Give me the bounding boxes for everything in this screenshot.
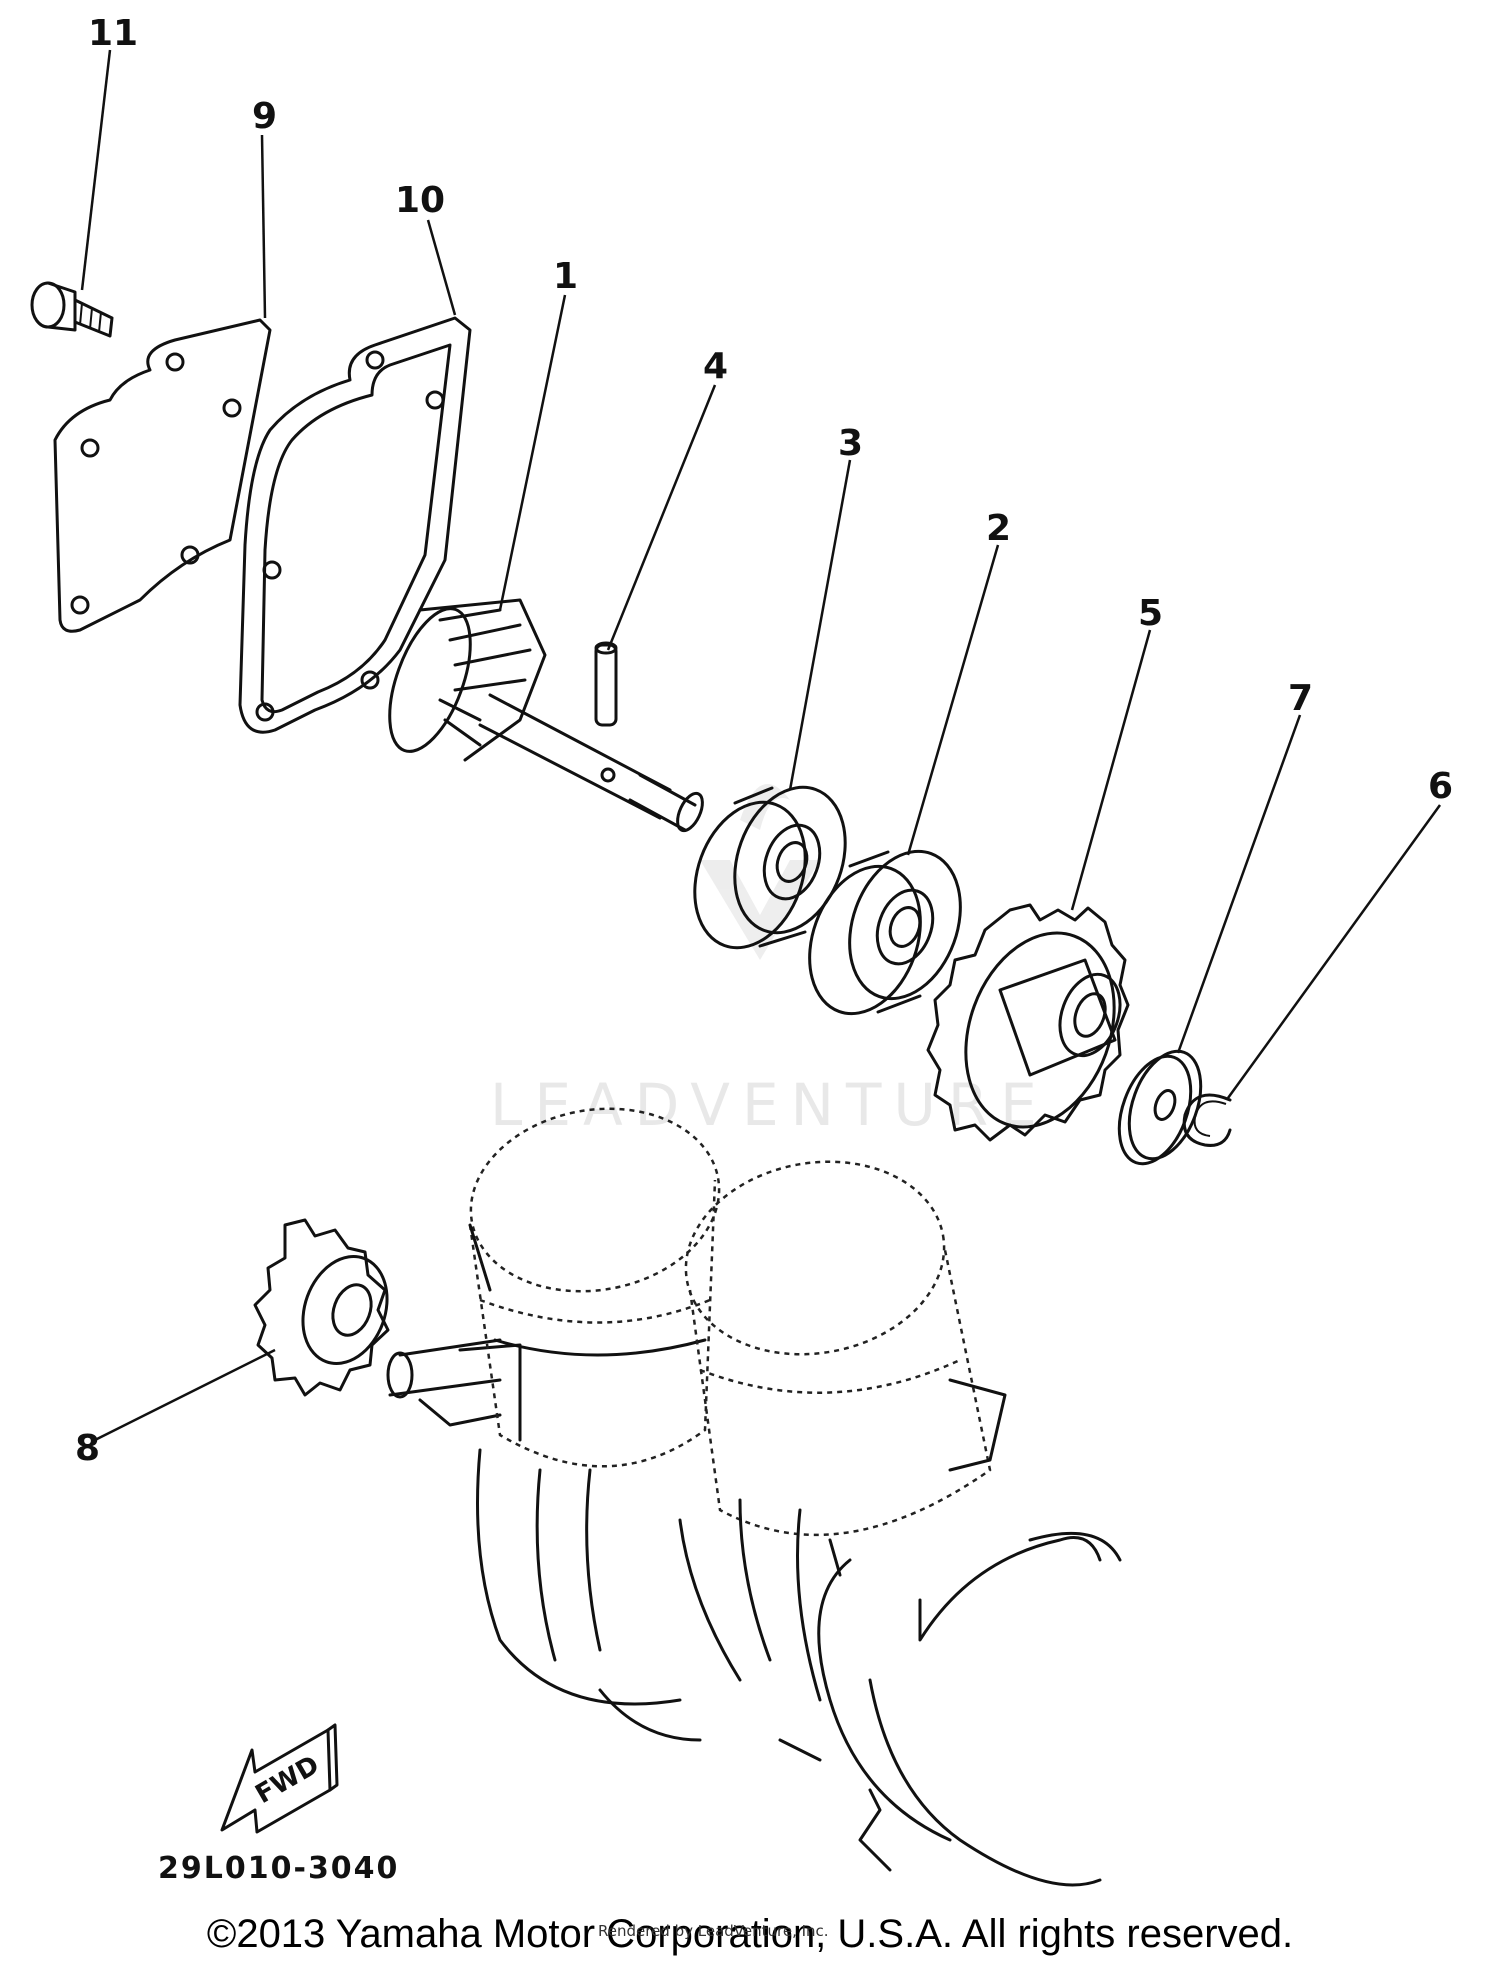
crankshaft-assembly — [386, 1107, 1122, 1887]
leader-7 — [1176, 714, 1302, 1054]
callout-5: 5 — [1138, 593, 1163, 634]
callout-2: 2 — [986, 508, 1011, 549]
leader-9 — [260, 134, 267, 319]
part-10-gasket — [238, 316, 472, 734]
leader-2 — [906, 544, 1000, 856]
callout-labels: 11 9 10 1 4 3 2 5 7 6 8 — [75, 13, 1453, 1469]
leader-10 — [426, 219, 457, 316]
part-1-impeller-shaft — [388, 598, 704, 833]
part-4-pin — [594, 641, 618, 727]
callout-10: 10 — [395, 180, 445, 221]
part-8-gear — [253, 1218, 390, 1397]
part-5-gear — [926, 903, 1130, 1142]
callout-4: 4 — [703, 346, 728, 387]
render-credit: Rendered by LeadVenture, Inc. — [598, 1922, 829, 1940]
leader-11 — [80, 49, 112, 291]
leader-5 — [1070, 629, 1152, 911]
part-6-circlip — [1182, 1093, 1232, 1147]
leader-8 — [94, 1348, 276, 1442]
watermark-text: LEADVENTURE — [490, 1071, 1049, 1139]
fwd-arrow-icon: FWD — [220, 1723, 339, 1834]
part-9-cover — [53, 318, 272, 633]
leader-3 — [788, 459, 852, 791]
copyright-notice: ©2013 Yamaha Motor Corporation, U.S.A. A… — [206, 1912, 1294, 1956]
callout-7: 7 — [1288, 678, 1313, 719]
part-11-bolt — [30, 281, 114, 338]
callout-6: 6 — [1428, 766, 1453, 807]
diagram-part-number: 29L010-3040 — [158, 1851, 399, 1886]
callout-3: 3 — [838, 423, 863, 464]
leadventure-watermark: LEADVENTURE — [490, 784, 1049, 1139]
callout-1: 1 — [553, 256, 578, 297]
part-2-bearing — [808, 849, 962, 1016]
leader-4 — [606, 384, 717, 651]
part-3-bearing — [693, 785, 847, 950]
leader-1 — [498, 294, 567, 611]
callout-11: 11 — [88, 13, 138, 54]
leader-lines — [80, 49, 1442, 1442]
leader-6 — [1226, 804, 1442, 1099]
callout-9: 9 — [252, 96, 277, 137]
callout-8: 8 — [75, 1428, 100, 1469]
